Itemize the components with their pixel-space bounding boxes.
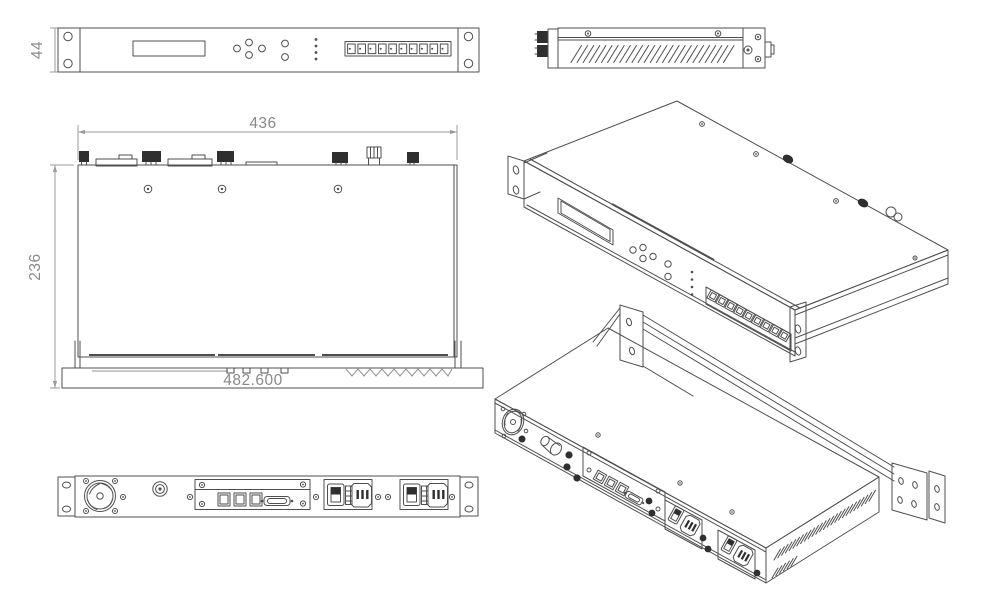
top-view: 436 236: [27, 115, 484, 389]
side-vents: [570, 45, 735, 63]
iso-power-module: [664, 499, 703, 550]
dim-top-width: 436: [77, 115, 458, 160]
iso-top-cover: [523, 100, 949, 311]
iso-db9-port: [623, 490, 645, 506]
ethernet-ports: [217, 492, 263, 507]
dim-top-depth: 236: [27, 164, 74, 389]
iso-rack-ear-right: [789, 301, 807, 363]
iso-side-panel: [794, 249, 949, 345]
iso-rear-top-cover: [494, 327, 880, 549]
dim-front-height: 44: [29, 27, 58, 73]
db9-port: [260, 496, 294, 506]
chassis-top: [77, 164, 458, 358]
iso-rack-ear-left: [507, 155, 525, 200]
front-view: 44: [29, 27, 480, 73]
iso-io-module: [582, 446, 666, 522]
status-leds: [314, 38, 318, 61]
side-view: [534, 27, 775, 69]
dim-front-height-label: 44: [29, 41, 46, 59]
iso-rear-panel: [494, 398, 767, 584]
rack-ear-left-rear: [57, 476, 76, 517]
iso-output-port-row: [705, 286, 792, 352]
iso-lcd-display: [557, 197, 614, 246]
rf-connector: [152, 481, 168, 497]
rack-ear-left: [57, 27, 81, 73]
top-cover-screws: [143, 184, 343, 194]
isometric-rear-top-view: [494, 304, 946, 584]
power-module: [323, 479, 373, 510]
rack-ear-right-rear: [459, 476, 479, 517]
iso-fan: [500, 406, 529, 443]
iso-rf-connector: [885, 206, 897, 218]
rear-view: [57, 475, 479, 518]
iso-rf-connector-rear: [540, 435, 563, 456]
front-panel: [79, 27, 459, 73]
rear-connectors-top: [79, 146, 419, 167]
vent-zigzag: [345, 368, 453, 377]
lcd-display: [132, 40, 206, 57]
output-port-row: [344, 41, 452, 57]
front-panel-top: [61, 367, 484, 389]
iso-side-panel-vented: [765, 476, 880, 584]
iso-front-panel: [523, 160, 796, 357]
io-module: [186, 479, 320, 510]
fan: [83, 478, 126, 514]
iso-status-leds: [690, 270, 694, 296]
dim-top-width-label: 436: [249, 115, 276, 132]
nav-buttons: [233, 38, 289, 61]
iso-nav-buttons: [629, 243, 672, 281]
dim-panel-width-label: 482.600: [223, 372, 283, 389]
iso-terminal-knobs: [563, 451, 581, 482]
mounting-rail: [592, 304, 946, 524]
iso-side-vents: [773, 489, 876, 561]
isometric-front-top-view: [507, 100, 949, 363]
rack-ear-right: [457, 27, 480, 73]
dim-top-depth-label: 236: [27, 253, 44, 280]
